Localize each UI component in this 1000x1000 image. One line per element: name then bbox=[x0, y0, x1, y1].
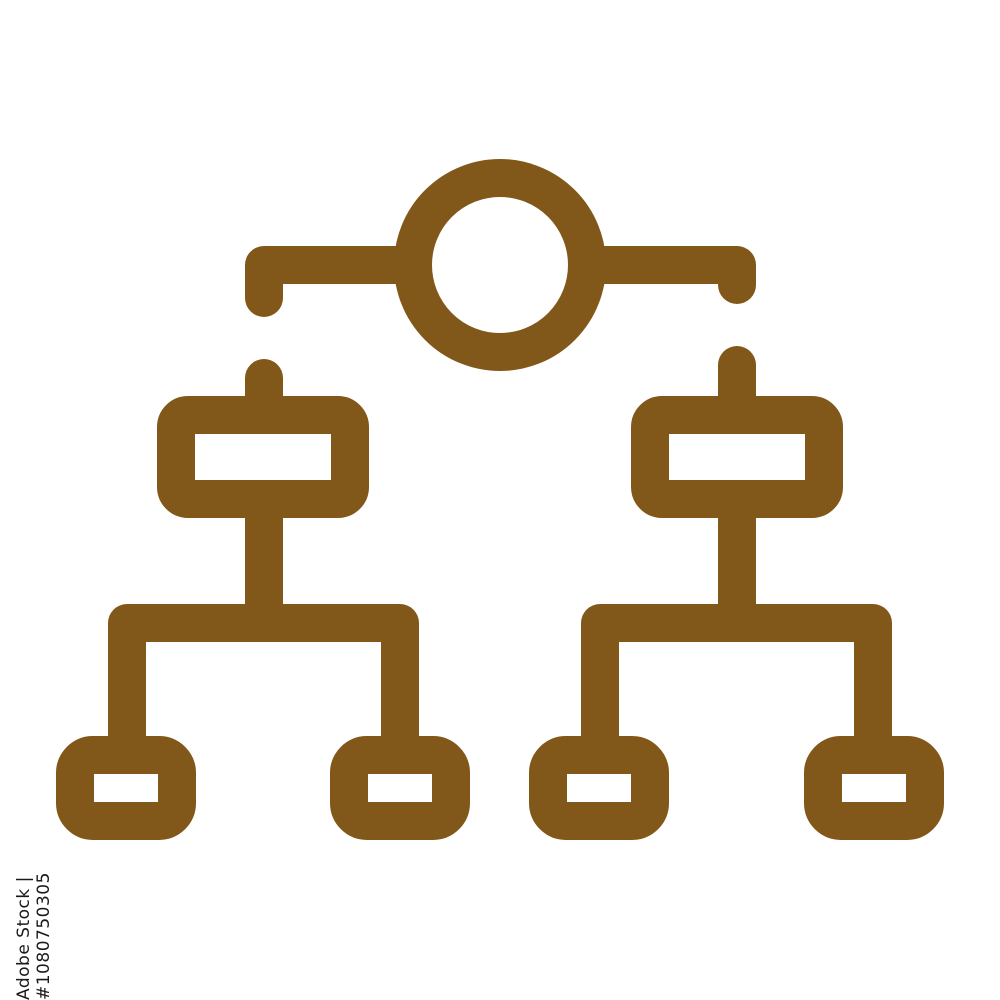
left-leaf-node-2 bbox=[330, 736, 470, 840]
hierarchy-structure-drawing bbox=[56, 159, 944, 840]
left-leaf-node-1 bbox=[56, 736, 196, 840]
right-branch-fork bbox=[581, 604, 892, 774]
left-branch-fork bbox=[108, 604, 419, 774]
right-leaf-node-2 bbox=[804, 736, 944, 840]
top-connector-left bbox=[245, 246, 432, 317]
stock-watermark-id: Adobe Stock | #1080750305 bbox=[14, 872, 54, 1000]
right-leaf-node-1 bbox=[529, 736, 669, 840]
top-circle-node bbox=[394, 159, 606, 371]
top-connector-right bbox=[568, 246, 756, 304]
